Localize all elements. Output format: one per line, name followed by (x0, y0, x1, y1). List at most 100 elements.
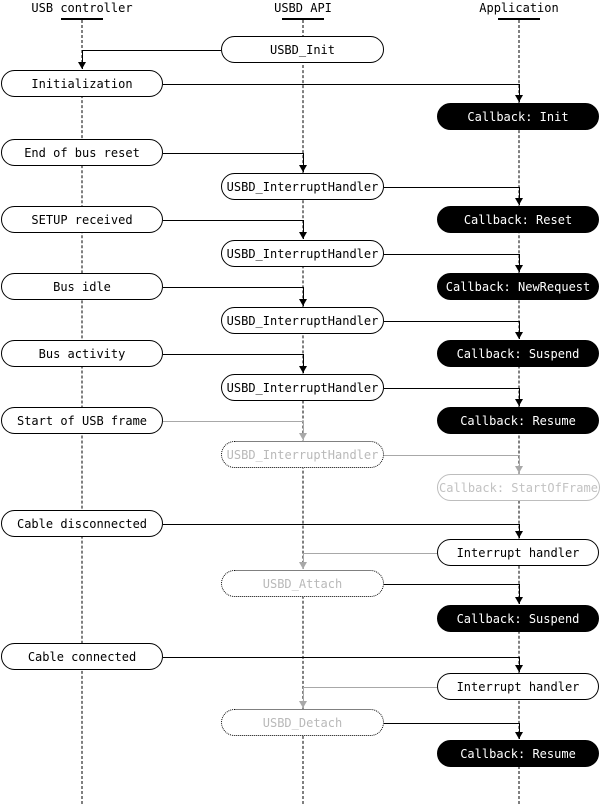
connector-arrow-m2 (515, 95, 523, 102)
connector-v-m1 (82, 50, 83, 69)
node-label: Start of USB frame (16, 413, 148, 428)
connector-h-m9 (163, 354, 303, 355)
lifeline-label-usbd-api: USBD API (274, 1, 332, 15)
connector-arrow-m11 (299, 433, 307, 440)
connector-v-m6 (519, 254, 520, 272)
connector-h-m2 (163, 84, 519, 85)
node-start-of-usb-frame[interactable]: Start of USB frame (1, 407, 163, 434)
node-callback-startofframe[interactable]: Callback: StartOfFrame (437, 474, 600, 501)
lifeline-underline-usbd-api (282, 18, 324, 20)
node-interrupt-handler-3[interactable]: USBD_InterruptHandler (221, 307, 384, 334)
node-end-of-bus-reset[interactable]: End of bus reset (1, 139, 163, 166)
node-bus-idle[interactable]: Bus idle (1, 273, 163, 300)
node-label: USBD_Detach (262, 715, 343, 730)
connector-h-m10 (384, 388, 519, 389)
node-interrupt-handler-2[interactable]: USBD_InterruptHandler (221, 240, 384, 267)
node-label: USBD_InterruptHandler (226, 313, 379, 328)
node-setup-received[interactable]: SETUP received (1, 206, 163, 233)
connector-h-m4 (384, 187, 519, 188)
connector-v-m7 (303, 287, 304, 306)
node-label: Cable connected (27, 649, 137, 664)
connector-arrow-m18 (515, 732, 523, 739)
node-usbd-detach[interactable]: USBD_Detach (221, 709, 384, 736)
lifeline-underline-usb-controller (61, 18, 103, 20)
connector-v-m15 (519, 584, 520, 604)
connector-arrow-m8 (515, 332, 523, 339)
node-label: Callback: Reset (463, 212, 573, 227)
connector-h-m5 (163, 220, 303, 221)
node-label: USBD_InterruptHandler (226, 179, 379, 194)
connector-arrow-m14 (299, 562, 307, 569)
node-initialization[interactable]: Initialization (1, 70, 163, 97)
node-callback-reset[interactable]: Callback: Reset (437, 206, 599, 233)
connector-arrow-m5 (299, 232, 307, 239)
node-interrupt-handler-app-2[interactable]: Interrupt handler (437, 673, 599, 700)
node-callback-suspend-2[interactable]: Callback: Suspend (437, 605, 599, 632)
node-interrupt-handler-app-1[interactable]: Interrupt handler (437, 539, 599, 566)
node-callback-resume-2[interactable]: Callback: Resume (437, 740, 599, 767)
connector-arrow-m16 (515, 665, 523, 672)
node-label: Callback: Resume (460, 413, 576, 428)
node-cable-disconnected[interactable]: Cable disconnected (1, 510, 163, 537)
lifeline-label-usb-controller: USB controller (31, 1, 133, 15)
connector-v-m18 (519, 723, 520, 739)
node-label: Initialization (31, 76, 133, 91)
node-interrupt-handler-5[interactable]: USBD_InterruptHandler (221, 441, 384, 468)
node-label: Cable disconnected (16, 516, 148, 531)
connector-arrow-m13 (515, 531, 523, 538)
node-callback-suspend-1[interactable]: Callback: Suspend (437, 340, 599, 367)
connector-arrow-m1 (78, 62, 86, 69)
lifeline-label-application: Application (479, 1, 559, 15)
connector-v-m10 (519, 388, 520, 406)
node-label: USBD_Attach (262, 576, 343, 591)
node-label: USBD_Init (269, 42, 336, 57)
connector-h-m7 (163, 287, 303, 288)
node-bus-activity[interactable]: Bus activity (1, 340, 163, 367)
connector-v-m11 (303, 421, 304, 440)
lifeline-underline-application (498, 18, 540, 20)
node-usbd-attach[interactable]: USBD_Attach (221, 570, 384, 597)
node-label: USBD_InterruptHandler (226, 447, 379, 462)
connector-v-m16 (519, 657, 520, 672)
lifeline-dash-usbd-api (302, 20, 304, 804)
node-label: Callback: Suspend (456, 611, 580, 626)
connector-h-m17 (303, 687, 437, 688)
node-label: Callback: Resume (460, 746, 576, 761)
connector-arrow-m6 (515, 265, 523, 272)
node-label: End of bus reset (24, 145, 140, 160)
connector-h-m6 (384, 254, 519, 255)
node-label: SETUP received (31, 212, 133, 227)
node-usbd-init[interactable]: USBD_Init (221, 36, 384, 63)
connector-v-m14 (303, 553, 304, 569)
node-label: Bus activity (38, 346, 126, 361)
connector-v-m3 (303, 153, 304, 172)
node-callback-newrequest[interactable]: Callback: NewRequest (437, 273, 599, 300)
connector-v-m4 (519, 187, 520, 205)
node-callback-init[interactable]: Callback: Init (437, 103, 599, 130)
node-interrupt-handler-1[interactable]: USBD_InterruptHandler (221, 173, 384, 200)
connector-arrow-m4 (515, 198, 523, 205)
connector-v-m17 (303, 687, 304, 708)
node-label: Interrupt handler (456, 679, 580, 694)
connector-arrow-m7 (299, 299, 307, 306)
connector-h-m16 (163, 657, 519, 658)
node-label: Bus idle (53, 279, 111, 294)
connector-h-m15 (384, 584, 519, 585)
node-label: Callback: StartOfFrame (439, 480, 598, 495)
connector-v-m8 (519, 321, 520, 339)
node-label: Callback: Suspend (456, 346, 580, 361)
node-cable-connected[interactable]: Cable connected (1, 643, 163, 670)
connector-arrow-m10 (515, 399, 523, 406)
connector-h-m8 (384, 321, 519, 322)
node-interrupt-handler-4[interactable]: USBD_InterruptHandler (221, 374, 384, 401)
connector-arrow-m9 (299, 366, 307, 373)
connector-h-m11 (163, 421, 303, 422)
node-callback-resume-1[interactable]: Callback: Resume (437, 407, 599, 434)
connector-v-m5 (303, 220, 304, 239)
connector-h-m18 (384, 723, 519, 724)
connector-arrow-m15 (515, 597, 523, 604)
connector-v-m12 (519, 455, 520, 473)
connector-arrow-m3 (299, 165, 307, 172)
node-label: Callback: NewRequest (445, 279, 591, 294)
